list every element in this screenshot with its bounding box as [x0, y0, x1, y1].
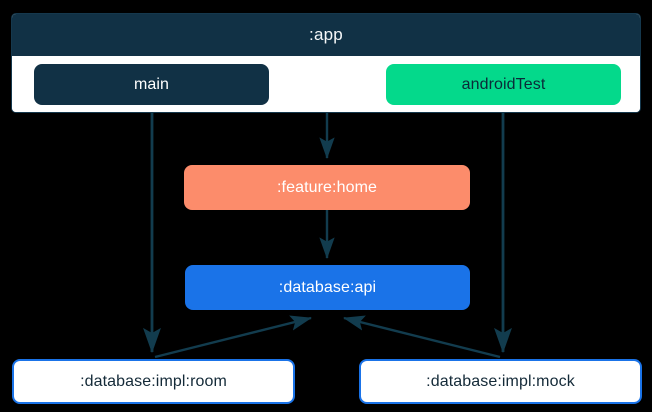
node-main[interactable]: main — [34, 64, 269, 105]
node-database-impl-mock[interactable]: :database:impl:mock — [359, 359, 642, 404]
edge-impl-room-to-database-api — [154, 315, 312, 359]
subgraph-app-title: :app — [12, 14, 640, 56]
node-database-impl-room[interactable]: :database:impl:room — [12, 359, 295, 404]
edge-impl-mock-to-database-api — [343, 315, 501, 359]
subgraph-app-body: main androidTest — [12, 56, 640, 112]
node-android-test[interactable]: androidTest — [386, 64, 621, 105]
node-database-api[interactable]: :database:api — [185, 265, 470, 310]
subgraph-app[interactable]: :app main androidTest — [11, 13, 641, 113]
node-feature-home[interactable]: :feature:home — [184, 165, 470, 210]
